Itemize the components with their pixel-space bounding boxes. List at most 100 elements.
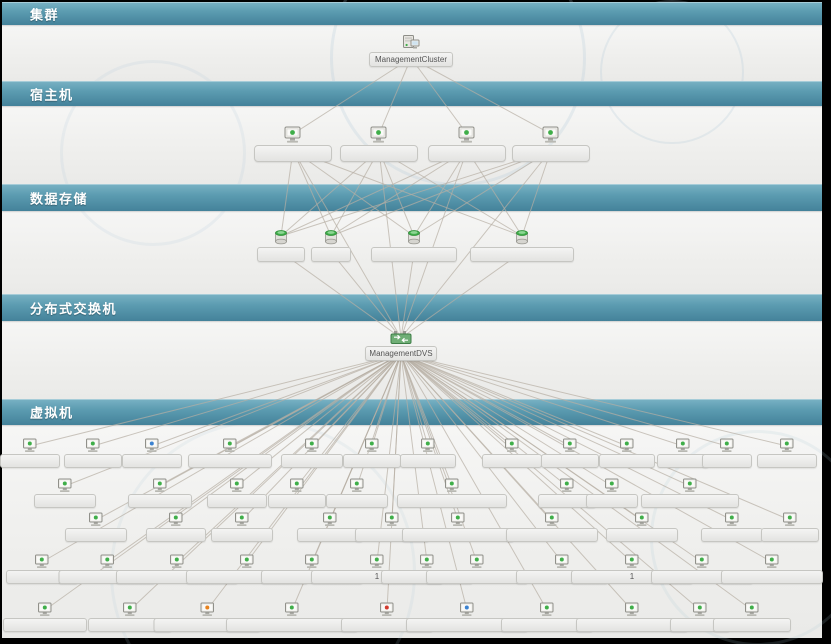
vm-label[interactable] [541,454,599,468]
host-icon [457,126,477,144]
host-label[interactable] [254,145,332,162]
vm-node[interactable] [128,478,192,508]
vm-label[interactable] [701,528,763,542]
vm-node[interactable] [506,512,598,542]
vm-icon [322,512,338,527]
vm-node[interactable] [0,438,60,468]
vm-node[interactable] [397,478,507,508]
vm-icon [57,478,73,493]
host-node[interactable] [254,126,332,162]
vm-label[interactable] [34,494,96,508]
vm-label[interactable] [482,454,542,468]
datastore-label[interactable] [371,247,457,262]
vm-label[interactable] [599,454,655,468]
vm-node[interactable] [702,438,752,468]
vm-label[interactable] [281,454,343,468]
vm-node[interactable] [343,438,401,468]
vm-icon [234,512,250,527]
vm-label[interactable] [506,528,598,542]
cluster-node[interactable]: ManagementCluster [369,34,453,67]
vm-label[interactable] [757,454,817,468]
vm-icon [675,438,691,453]
vm-label[interactable] [426,570,528,584]
vm-label[interactable] [188,454,272,468]
vm-label[interactable] [3,618,87,632]
vm-label[interactable] [761,528,819,542]
vm-node[interactable] [402,512,514,542]
datastore-icon [406,228,422,246]
vm-node[interactable] [541,438,599,468]
vm-node[interactable] [146,512,206,542]
vm-icon [420,438,436,453]
vm-node[interactable] [761,512,819,542]
vm-label[interactable] [400,454,456,468]
host-label[interactable] [512,145,590,162]
vm-node[interactable] [188,438,272,468]
vm-node[interactable] [606,512,678,542]
vm-node[interactable] [34,478,96,508]
vm-label[interactable] [402,528,514,542]
vm-label[interactable] [326,494,388,508]
host-node[interactable] [340,126,418,162]
vm-node[interactable] [122,438,182,468]
switch-label[interactable]: ManagementDVS [365,346,437,361]
vm-node[interactable] [757,438,817,468]
vm-label[interactable] [207,494,267,508]
vm-label[interactable] [713,618,791,632]
vm-node[interactable] [426,554,528,584]
vm-node[interactable] [211,512,273,542]
vm-node[interactable] [599,438,655,468]
vm-node[interactable] [713,602,791,632]
vm-icon [239,554,255,569]
vm-label[interactable] [702,454,752,468]
vm-label[interactable] [122,454,182,468]
section-title-cluster: 集群 [30,7,60,22]
vm-node[interactable] [226,602,358,632]
host-node[interactable] [428,126,506,162]
vm-node[interactable] [268,478,326,508]
vm-label[interactable] [128,494,192,508]
vm-node[interactable] [400,438,456,468]
datastore-label[interactable] [257,247,305,262]
vm-node[interactable] [586,478,638,508]
vm-node[interactable] [482,438,542,468]
vm-node[interactable] [326,478,388,508]
host-label[interactable] [428,145,506,162]
host-label[interactable] [340,145,418,162]
vm-node[interactable] [721,554,823,584]
host-node[interactable] [512,126,590,162]
switch-node[interactable]: ManagementDVS [365,330,437,361]
vm-label[interactable] [397,494,507,508]
vm-node[interactable] [3,602,87,632]
datastore-label[interactable] [311,247,351,262]
vm-label[interactable] [0,454,60,468]
vm-node[interactable] [207,478,267,508]
vm-icon [539,602,555,617]
vm-label[interactable] [64,454,122,468]
vm-label[interactable] [226,618,358,632]
vm-icon [692,602,708,617]
cluster-icon [402,34,420,51]
vm-label[interactable] [343,454,401,468]
vm-node[interactable] [641,478,739,508]
vm-node[interactable] [701,512,763,542]
vm-node[interactable] [297,512,363,542]
vm-label[interactable] [641,494,739,508]
datastore-node[interactable] [470,228,574,262]
datastore-node[interactable] [371,228,457,262]
vm-label[interactable] [586,494,638,508]
vm-label[interactable] [606,528,678,542]
vm-node[interactable] [281,438,343,468]
datastore-node[interactable] [257,228,305,262]
vm-label[interactable] [211,528,273,542]
cluster-label[interactable]: ManagementCluster [369,52,453,67]
vm-label[interactable] [268,494,326,508]
vm-node[interactable] [65,512,127,542]
vm-label[interactable] [297,528,363,542]
datastore-label[interactable] [470,247,574,262]
vm-node[interactable] [64,438,122,468]
vm-label[interactable] [65,528,127,542]
datastore-node[interactable] [311,228,351,262]
vm-label[interactable] [146,528,206,542]
vm-label[interactable] [721,570,823,584]
